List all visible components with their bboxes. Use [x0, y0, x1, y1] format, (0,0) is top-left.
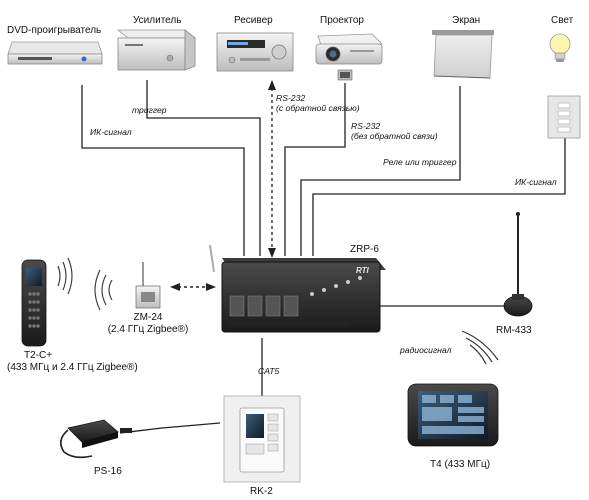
- zm24-name: ZM-24: [133, 312, 163, 323]
- zrp6-controller: [209, 244, 386, 333]
- light-keypad: [547, 95, 581, 139]
- ps16-label: PS-16: [94, 466, 122, 477]
- zm24-module: [135, 262, 161, 309]
- controller-logo: RTI: [356, 266, 369, 275]
- rm433-label: RM-433: [496, 325, 532, 336]
- rs232-feedback-line1: RS-232: [276, 93, 306, 103]
- rs232-feedback-line2: (с обратной связью): [276, 103, 360, 113]
- cat5-label: CAT5: [258, 366, 280, 376]
- light-label: Свет: [551, 15, 574, 26]
- ps16-power-supply: [60, 419, 132, 459]
- wires: [81, 80, 566, 434]
- wire-amp-trigger: [146, 80, 261, 256]
- light-bulb: [549, 33, 571, 62]
- wire-zm24-link: [170, 283, 216, 291]
- projector-label: Проектор: [320, 15, 364, 26]
- ir-light-label: ИК-сигнал: [515, 177, 557, 187]
- relay-trigger-label: Реле или триггер: [383, 157, 457, 167]
- dvd-player: [7, 41, 103, 65]
- dvd-player-label: DVD-проигрыватель: [7, 25, 102, 36]
- rk2-keypad: [223, 395, 301, 483]
- t4-touchpanel: [407, 383, 499, 447]
- radio-label: радиосигнал: [400, 345, 452, 355]
- ir-dvd-label: ИК-сигнал: [90, 127, 132, 137]
- controller-label: ZRP-6: [350, 244, 379, 255]
- rk2-label: RK-2: [250, 486, 273, 497]
- wire-light-ir: [312, 137, 566, 256]
- wire-screen-relay: [300, 86, 461, 256]
- radio-signal-arcs: [461, 330, 499, 365]
- rs232-nofeedback-line2: (без обратной связи): [351, 131, 438, 141]
- amplifier: [116, 29, 197, 71]
- zm24-spec: (2.4 ГГц Zigbee®): [107, 324, 189, 335]
- receiver: [216, 32, 294, 72]
- wire-receiver-rs232: [268, 80, 276, 258]
- wire-projector-rs232: [284, 83, 346, 256]
- amplifier-label: Усилитель: [133, 15, 182, 26]
- trigger-amp-label: триггер: [132, 105, 167, 115]
- remote-name: T2-C+: [24, 350, 53, 361]
- t2c-remote: [21, 259, 47, 347]
- remote-signal-arcs: [57, 257, 73, 295]
- projector: [315, 33, 383, 81]
- wire-ps16: [119, 422, 221, 434]
- zm24-signal-arcs: [94, 269, 113, 311]
- t4-label: T4 (433 МГц): [430, 459, 491, 470]
- rs232-nofeedback-line1: RS-232: [351, 121, 381, 131]
- wire-dvd-ir: [81, 85, 245, 256]
- remote-spec: (433 МГц и 2.4 ГГц Zigbee®): [7, 362, 138, 373]
- rm433-receiver: [503, 212, 533, 317]
- receiver-label: Ресивер: [234, 15, 273, 26]
- projection-screen: [432, 30, 494, 79]
- screen-label: Экран: [452, 15, 481, 26]
